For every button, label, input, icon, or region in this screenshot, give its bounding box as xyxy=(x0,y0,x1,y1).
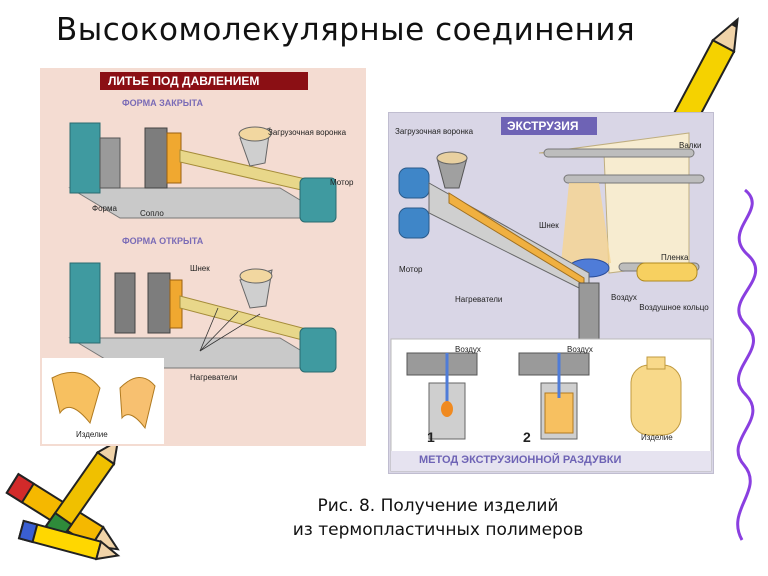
rollers-label: Валки xyxy=(679,141,702,150)
injection-header: ЛИТЬЕ ПОД ДАВЛЕНИЕМ xyxy=(108,74,260,88)
figure-caption: Рис. 8. Получение изделий из термопласти… xyxy=(268,494,608,542)
blow-air-label: Воздух xyxy=(455,345,481,354)
caption-line: из термопластичных полимеров xyxy=(292,520,584,540)
pencil-icon xyxy=(5,472,120,551)
heaters-label: Нагреватели xyxy=(455,295,503,304)
step-number: 1 xyxy=(427,429,435,445)
screw-label: Шнек xyxy=(539,221,559,230)
extrusion-header: ЭКСТРУЗИЯ xyxy=(507,119,579,133)
nozzle-label: Сопло xyxy=(140,209,164,218)
panel-header-bar xyxy=(501,117,597,135)
air-label: Воздух xyxy=(611,293,637,302)
blow-air-label: Воздух xyxy=(567,345,593,354)
hopper-label: Загрузочная воронка xyxy=(268,128,347,137)
screw-label: Шнек xyxy=(190,264,210,273)
panel-header-bar xyxy=(100,72,308,90)
product-label: Изделие xyxy=(76,430,108,439)
extrusion-panel: ЭКСТРУЗИЯ Загрузочная воронка Валки Шнек xyxy=(388,112,714,474)
pencil-icon xyxy=(17,519,121,561)
hopper-label: Загрузочная воронка xyxy=(395,127,474,136)
injection-molding-panel: ЛИТЬЕ ПОД ДАВЛЕНИЕМ ФОРМА ЗАКРЫТА ФОРМА … xyxy=(40,68,366,446)
motor-label: Мотор xyxy=(330,178,354,187)
film-label: Пленка xyxy=(661,253,689,262)
injection-diagram xyxy=(42,122,337,444)
extrusion-diagram xyxy=(390,132,712,472)
page-title: Высокомолекулярные соединения xyxy=(56,12,636,48)
caption-line: Рис. 8. Получение изделий xyxy=(317,496,559,516)
motor-label: Мотор xyxy=(399,265,423,274)
heaters-label: Нагреватели xyxy=(190,373,238,382)
form-open-label: ФОРМА ОТКРЫТА xyxy=(122,236,204,246)
air-ring-label: Воздушное кольцо xyxy=(639,303,709,312)
product-label: Изделие xyxy=(641,433,673,442)
step-number: 2 xyxy=(523,429,531,445)
squiggle-decoration xyxy=(736,188,757,541)
extrusion-footer: МЕТОД ЭКСТРУЗИОННОЙ РАЗДУВКИ xyxy=(419,454,622,466)
form-closed-label: ФОРМА ЗАКРЫТА xyxy=(122,98,203,108)
form-label: Форма xyxy=(92,204,117,213)
